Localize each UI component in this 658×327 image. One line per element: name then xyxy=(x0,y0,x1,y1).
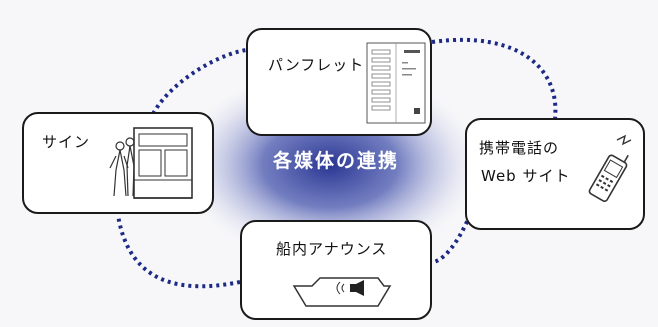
sign-label: サイン xyxy=(42,133,91,151)
dotted-link-pamphlet-mobile xyxy=(431,37,558,119)
mobile-phone-icon xyxy=(588,134,632,203)
pamphlet-card: パンフレット xyxy=(246,28,432,136)
dotted-link-mobile-announce xyxy=(431,214,472,264)
ship-announcement-icon xyxy=(292,277,392,307)
mobile-label-line1: 携帯電話の xyxy=(479,139,560,157)
dotted-link-sign-pamphlet xyxy=(148,48,247,121)
mobile-label-line2: Web サイト xyxy=(481,167,571,185)
announcement-label: 船内アナウンス xyxy=(276,240,388,258)
sign-card: サイン xyxy=(22,112,214,214)
center-title: 各媒体の連携 xyxy=(272,150,399,172)
signboard-people-icon xyxy=(109,127,193,199)
pamphlet-icon xyxy=(366,42,426,124)
mobile-web-card: 携帯電話の Web サイト xyxy=(465,118,645,230)
pamphlet-label: パンフレット xyxy=(268,56,365,74)
announcement-card: 船内アナウンス xyxy=(240,220,432,320)
